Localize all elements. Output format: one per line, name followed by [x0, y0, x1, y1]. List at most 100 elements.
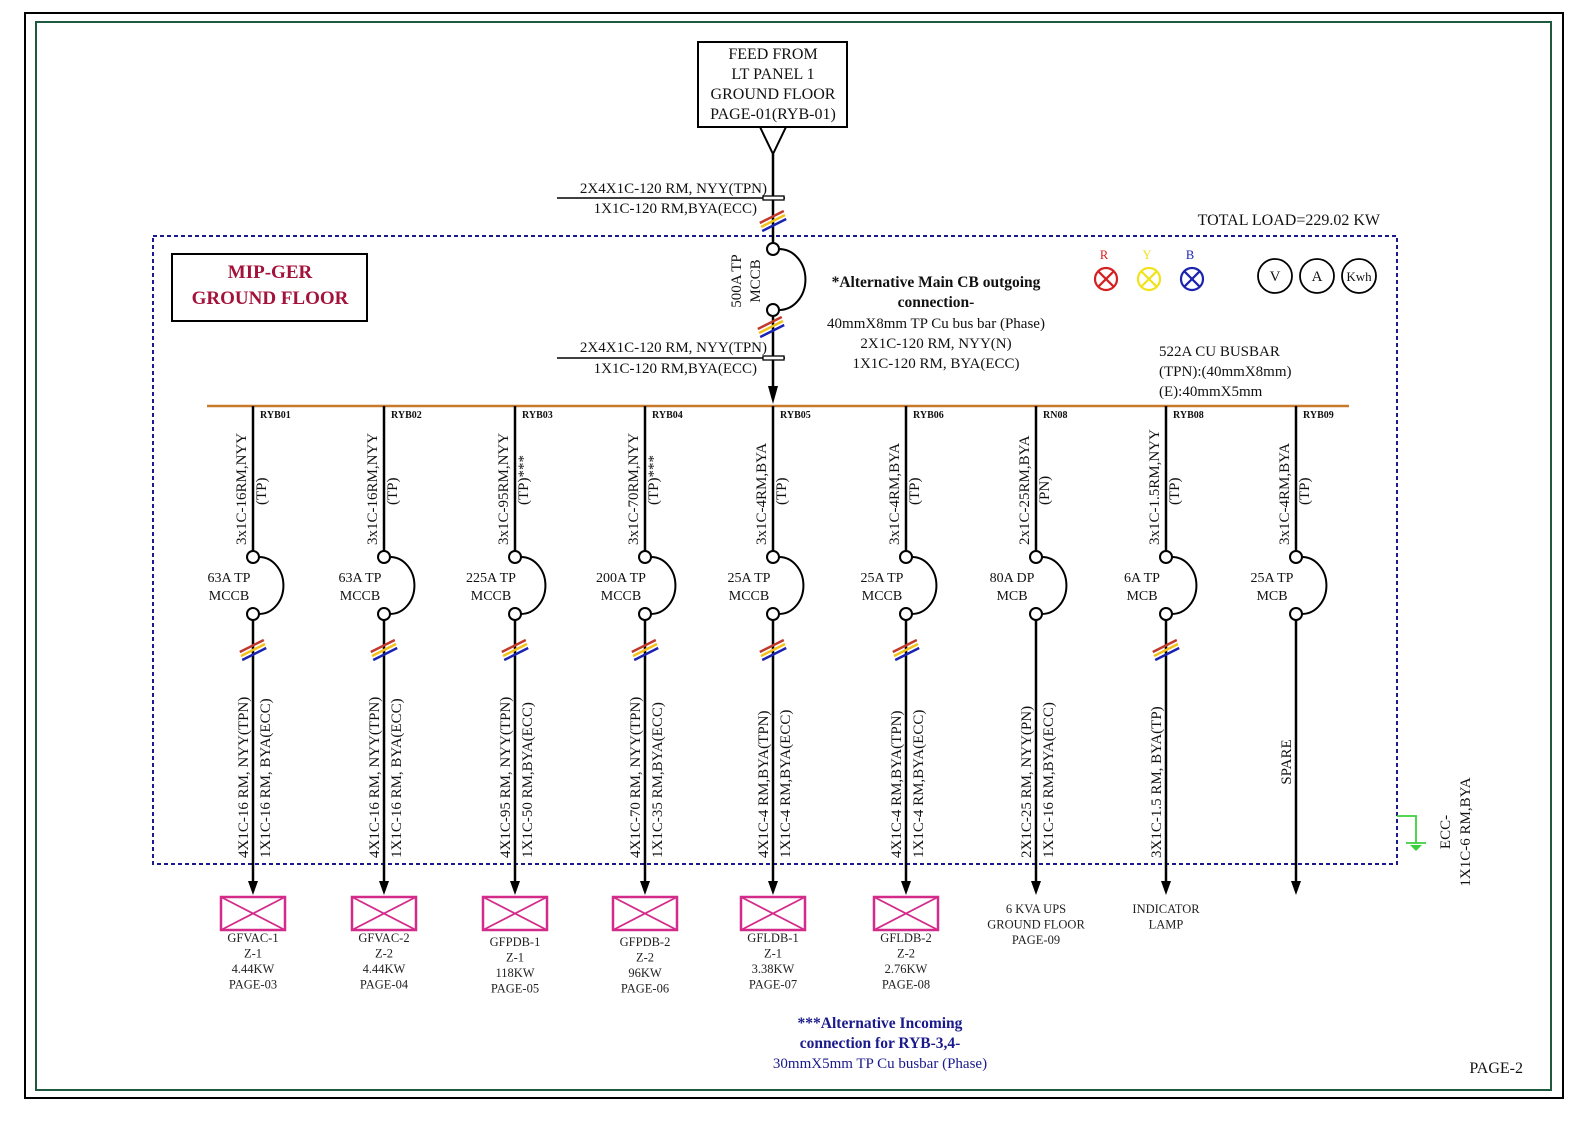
arrow-down-icon — [379, 881, 389, 895]
load-label: Z-1 — [506, 951, 524, 965]
load-label: GFPDB-2 — [620, 935, 671, 949]
load-label: Z-1 — [764, 947, 782, 961]
load-board-icon — [219, 895, 287, 932]
breaker-type: MCB — [996, 589, 1027, 604]
incoming-cable-gland — [762, 195, 785, 201]
arrow-down-icon — [1161, 881, 1171, 895]
panel-title-box — [171, 253, 368, 322]
lamp-icon — [1093, 266, 1119, 292]
incoming-cable-bottom: 1X1C-120 RM,BYA(ECC) — [594, 201, 757, 217]
circuit-out-cable-top: 4X1C-70 RM, NYY(TPN) — [628, 697, 644, 858]
panel-title-line-2: GROUND FLOOR — [192, 288, 349, 309]
feed-line-2: LT PANEL 1 — [731, 66, 814, 83]
meter-label: V — [1270, 269, 1281, 285]
panel-title-line-1: MIP-GER — [228, 262, 313, 283]
circuit-in-cable: 3x1C-16RM,NYY — [234, 433, 250, 545]
breaker-type: MCCB — [471, 589, 511, 604]
alt-incoming-note-title-2: connection for RYB-3,4- — [800, 1035, 961, 1052]
circuit-tag: RYB03 — [522, 410, 553, 421]
indicator-lamp-b: B — [1179, 248, 1205, 292]
outgoing-cable-bottom: 1X1C-120 RM,BYA(ECC) — [594, 361, 757, 377]
circuit-in-cable: 3x1C-4RM,BYA — [754, 443, 770, 545]
phase-mark-icon — [239, 638, 267, 662]
alt-main-note-line-1: 40mmX8mm TP Cu bus bar (Phase) — [827, 316, 1045, 332]
load-label: PAGE-09 — [1012, 933, 1060, 947]
load-label: GFPDB-1 — [490, 935, 541, 949]
load-board-icon — [872, 895, 940, 932]
circuit-in-cable: 3x1C-95RM,NYY — [496, 433, 512, 545]
breaker-type: MCCB — [209, 589, 249, 604]
arrow-down-icon — [510, 881, 520, 895]
arrow-down-icon — [1031, 881, 1041, 895]
circuit-out-cable-bottom: 1X1C-4 RM,BYA(ECC) — [911, 710, 927, 858]
circuit-out-cable-top: 4X1C-95 RM, NYY(TPN) — [498, 697, 514, 858]
load-label: Z-2 — [375, 947, 393, 961]
meter-kwh: Kwh — [1341, 258, 1377, 294]
busbar-label-3: (E):40mmX5mm — [1159, 384, 1263, 400]
breaker-rating: 6A TP — [1124, 571, 1160, 586]
circuit-in-sub: (TP) — [774, 478, 790, 506]
phase-mark-icon — [501, 638, 529, 662]
ecc-label-2: 1X1C-6 RM,BYA — [1458, 777, 1474, 886]
breaker-symbol — [638, 550, 677, 621]
busbar-label-1: 522A CU BUSBAR — [1159, 344, 1280, 360]
breaker-symbol — [1159, 550, 1198, 621]
incoming-cable-top: 2X4X1C-120 RM, NYY(TPN) — [580, 181, 767, 197]
breaker-rating: 200A TP — [596, 571, 646, 586]
breaker-symbol — [377, 550, 416, 621]
load-label: 3.38KW — [752, 962, 795, 976]
load-label: PAGE-06 — [621, 982, 669, 996]
load-label: PAGE-08 — [882, 978, 930, 992]
alt-incoming-note-title-1: ***Alternative Incoming — [798, 1015, 963, 1032]
meter-a: A — [1299, 258, 1335, 294]
ecc-label-1: ECC- — [1438, 815, 1454, 849]
feed-line-3: GROUND FLOOR — [711, 86, 836, 103]
load-label: PAGE-03 — [229, 978, 277, 992]
circuit-out-cable-top: 4X1C-4 RM,BYA(TPN) — [756, 710, 772, 858]
load-label: GROUND FLOOR — [987, 918, 1085, 932]
circuit-tag: RN08 — [1043, 410, 1067, 421]
circuit-tag: RYB02 — [391, 410, 422, 421]
alt-main-note-title-2: connection- — [898, 294, 975, 311]
circuit-tag: RYB01 — [260, 410, 291, 421]
meter-icon — [1341, 258, 1377, 294]
breaker-rating: 225A TP — [466, 571, 516, 586]
load-label: Z-1 — [244, 947, 262, 961]
breaker-symbol — [1029, 550, 1068, 621]
phase-mark-icon — [370, 638, 398, 662]
phase-mark-icon — [759, 209, 787, 233]
indicator-lamp-y: Y — [1136, 248, 1162, 292]
load-label: GFLDB-2 — [880, 931, 931, 945]
circuit-in-cable: 3x1C-70RM,NYY — [626, 433, 642, 545]
breaker-rating: 25A TP — [861, 571, 904, 586]
indicator-label: R — [1100, 248, 1109, 262]
feed-line-4: PAGE-01(RYB-01) — [710, 106, 836, 123]
load-label: INDICATOR — [1132, 902, 1200, 916]
circuit-out-cable-bottom: 1X1C-35 RM,BYA(ECC) — [650, 702, 666, 858]
alt-main-note-line-2: 2X1C-120 RM, NYY(N) — [860, 336, 1011, 352]
load-board-icon — [350, 895, 418, 932]
load-label: PAGE-04 — [360, 978, 409, 992]
main-breaker-rating: 500A TP — [729, 254, 745, 308]
alt-incoming-note-line: 30mmX5mm TP Cu busbar (Phase) — [773, 1056, 987, 1072]
breaker-type: MCCB — [729, 589, 769, 604]
circuit-out-cable-top: 3X1C-1.5 RM, BYA(TP) — [1149, 706, 1165, 858]
circuit-in-cable: 3x1C-4RM,BYA — [887, 443, 903, 545]
load-label: 2.76KW — [885, 962, 928, 976]
arrow-down-icon — [901, 881, 911, 895]
circuit-out-cable-top: 2X1C-25 RM, NYY(PN) — [1019, 706, 1035, 858]
main-outgoing-phase-mark — [757, 315, 785, 339]
circuit-tag: RYB09 — [1303, 410, 1334, 421]
outgoing-cable-top: 2X4X1C-120 RM, NYY(TPN) — [580, 340, 767, 356]
breaker-type: MCB — [1126, 589, 1157, 604]
drawing-frame-inner — [35, 21, 1552, 1091]
load-label: GFLDB-1 — [747, 931, 798, 945]
